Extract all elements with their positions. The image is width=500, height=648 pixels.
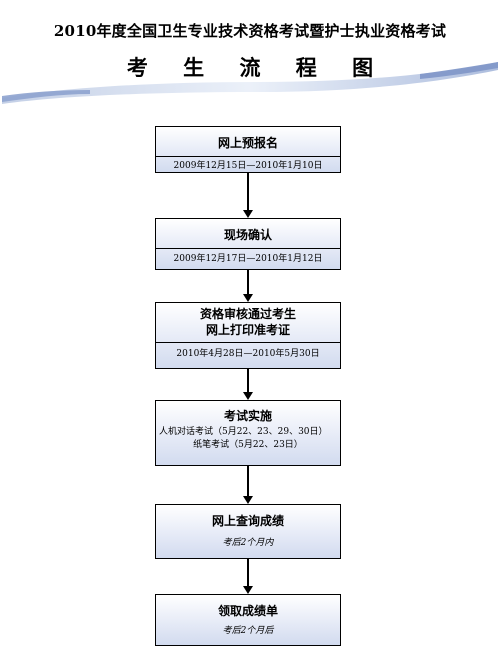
step-box-exam-implementation: 考试实施 人机对话考试（5月22、23、29、30日） 纸笔考试（5月22、23…: [155, 400, 341, 466]
page-title: 2010年度全国卫生专业技术资格考试暨护士执业资格考试: [53, 22, 447, 40]
flow-arrow-head: [243, 294, 253, 302]
divider: [156, 248, 340, 249]
step-box-check-scores-online: 网上查询成绩 考后2个月内: [155, 504, 341, 559]
step-timing: 考后2个月内: [222, 538, 274, 548]
decorative-swoosh: [2, 62, 498, 104]
step-title: 现场确认: [223, 228, 272, 242]
flow-arrow: [247, 466, 249, 496]
step-title: 资格审核通过考生 网上打印准考证: [199, 307, 296, 337]
flow-arrow-head: [243, 496, 253, 504]
step-timing: 考后2个月后: [222, 626, 274, 636]
page-subtitle: 考 生 流 程 图: [126, 55, 388, 80]
flow-arrow-head: [243, 392, 253, 400]
step-box-onsite-confirmation: 现场确认 2009年12月17日—2010年1月12日: [155, 218, 341, 270]
flow-arrow: [247, 173, 249, 210]
step-date: 2010年4月28日—2010年5月30日: [176, 349, 320, 359]
flow-arrow-head: [243, 210, 253, 218]
step-box-online-preregistration: 网上预报名 2009年12月15日—2010年1月10日: [155, 126, 341, 173]
step-title: 考试实施: [223, 409, 272, 423]
divider: [156, 156, 340, 157]
step-title: 网上查询成绩: [211, 514, 284, 528]
step-title: 网上预报名: [217, 136, 278, 150]
flow-arrow: [247, 369, 249, 392]
step-detail-paper-exam: 纸笔考试（5月22、23日）: [193, 440, 303, 450]
flow-arrow: [247, 559, 249, 586]
step-date: 2009年12月17日—2010年1月12日: [173, 254, 323, 264]
step-date: 2009年12月15日—2010年1月10日: [173, 161, 323, 171]
divider: [156, 342, 340, 343]
flow-arrow: [247, 270, 249, 294]
flow-arrow-head: [243, 586, 253, 594]
step-title: 领取成绩单: [217, 604, 278, 618]
step-box-collect-score-report: 领取成绩单 考后2个月后: [155, 594, 341, 646]
step-box-qualification-review: 资格审核通过考生 网上打印准考证 2010年4月28日—2010年5月30日: [155, 302, 341, 369]
step-detail-computer-exam: 人机对话考试（5月22、23、29、30日）: [159, 427, 328, 437]
